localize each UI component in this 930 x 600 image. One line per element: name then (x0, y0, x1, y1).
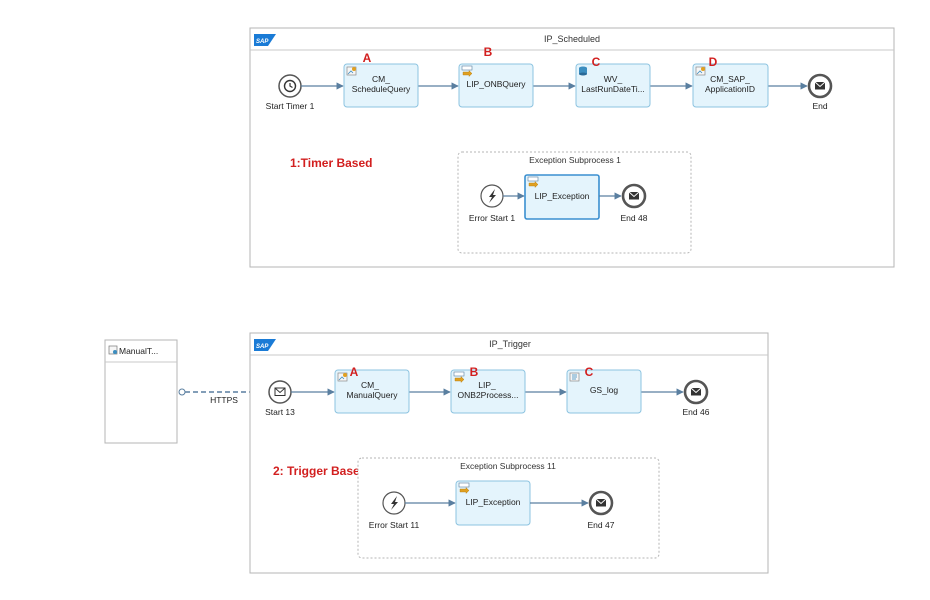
step-letter-b: B (470, 365, 479, 379)
error-start-label: Error Start 1 (469, 213, 516, 223)
process-call-icon (527, 176, 539, 188)
annotation-trigger-based: 2: Trigger Based (273, 464, 367, 478)
end-46-label: End 46 (683, 407, 710, 417)
script-icon (337, 372, 348, 382)
svg-text:LIP_Exception: LIP_Exception (535, 191, 590, 201)
svg-text:WV_: WV_ (604, 74, 623, 84)
svg-text:ONB2Process...: ONB2Process... (458, 390, 519, 400)
envelope-icon (690, 387, 702, 396)
end-message-event[interactable] (621, 183, 647, 209)
end-message-event[interactable] (807, 73, 833, 99)
task-lip-exception[interactable]: LIP_Exception (455, 480, 531, 526)
task-gs-log[interactable]: GS_log (566, 369, 642, 414)
start-timer-event[interactable] (278, 74, 302, 98)
svg-text:CM_: CM_ (372, 74, 390, 84)
step-letter-d: D (709, 55, 718, 69)
envelope-icon (814, 81, 826, 90)
datastore-icon (579, 66, 587, 76)
svg-text:CM_SAP_: CM_SAP_ (710, 74, 750, 84)
svg-text:SAP: SAP (256, 344, 269, 350)
sap-logo: SAP (254, 339, 276, 351)
end-48-label: End 48 (621, 213, 648, 223)
lightning-icon (489, 189, 496, 203)
end-message-event[interactable] (588, 490, 614, 516)
task-cm-sap-applicationid[interactable]: CM_SAP_ ApplicationID (692, 63, 769, 108)
script-icon (346, 66, 357, 76)
task-lip-onbquery[interactable]: LIP_ONBQuery (458, 63, 534, 108)
task-cm-schedulequery[interactable]: CM_ ScheduleQuery (343, 63, 419, 108)
step-letter-b: B (484, 45, 493, 59)
process-call-icon (453, 371, 465, 383)
lightning-icon (391, 496, 398, 510)
envelope-icon (274, 387, 286, 396)
start-message-event[interactable] (268, 380, 292, 404)
https-label: HTTPS (210, 395, 238, 405)
annotation-timer-based: 1:Timer Based (290, 156, 372, 170)
sender-participant[interactable]: ManualT... (104, 339, 178, 444)
end-message-event[interactable] (683, 379, 709, 405)
svg-text:LIP_: LIP_ (478, 380, 496, 390)
subprocess-title: Exception Subprocess 11 (460, 461, 556, 471)
svg-text:ApplicationID: ApplicationID (705, 84, 755, 94)
process-call-icon (458, 482, 470, 494)
script-icon (569, 372, 580, 382)
participant-icon (108, 345, 118, 355)
envelope-icon (628, 191, 640, 200)
envelope-icon (595, 498, 607, 507)
task-lip-exception[interactable]: LIP_Exception (524, 174, 600, 220)
start-13-label: Start 13 (265, 407, 295, 417)
pool-title: IP_Trigger (489, 339, 531, 349)
svg-text:ManualQuery: ManualQuery (346, 390, 398, 400)
error-start-event[interactable] (382, 491, 406, 515)
svg-text:LIP_Exception: LIP_Exception (466, 497, 521, 507)
sap-logo: SAP (254, 34, 276, 46)
svg-text:ScheduleQuery: ScheduleQuery (352, 84, 411, 94)
task-cm-manualquery[interactable]: CM_ ManualQuery (334, 369, 410, 414)
error-start-event[interactable] (480, 184, 504, 208)
start-timer-label: Start Timer 1 (266, 101, 315, 111)
svg-text:SAP: SAP (256, 39, 269, 45)
svg-text:GS_log: GS_log (590, 385, 619, 395)
error-start-label: Error Start 11 (369, 520, 420, 530)
svg-text:LastRunDateTi...: LastRunDateTi... (581, 84, 644, 94)
script-icon (695, 66, 706, 76)
step-letter-c: C (585, 365, 594, 379)
step-letter-a: A (363, 51, 372, 65)
sender-label: ManualT... (119, 346, 158, 356)
svg-text:CM_: CM_ (361, 380, 379, 390)
subprocess-title: Exception Subprocess 1 (529, 155, 621, 165)
task-wv-lastrundate[interactable]: WV_ LastRunDateTi... (575, 63, 651, 108)
pool-title: IP_Scheduled (544, 34, 600, 44)
end-47-label: End 47 (588, 520, 615, 530)
clock-icon (283, 79, 297, 93)
step-letter-c: C (592, 55, 601, 69)
process-call-icon (461, 65, 473, 77)
svg-text:LIP_ONBQuery: LIP_ONBQuery (466, 79, 526, 89)
task-lip-onb2process[interactable]: LIP_ ONB2Process... (450, 369, 526, 414)
end-label: End (812, 101, 827, 111)
step-letter-a: A (350, 365, 359, 379)
